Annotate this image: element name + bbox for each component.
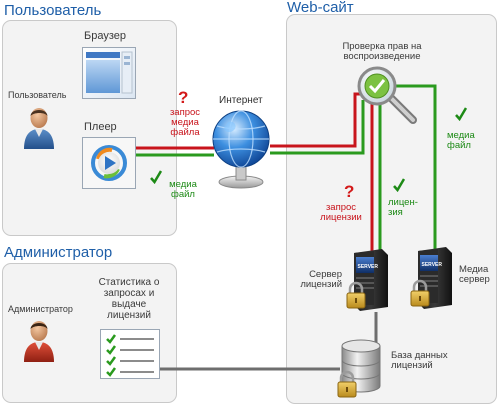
user-person-icon: [22, 103, 56, 149]
stats-text: Статистика о запросах и выдаче лицензий: [98, 277, 160, 321]
check-mark-media-right: [455, 107, 467, 121]
media-file-label-right: медиа файл: [447, 131, 483, 151]
user-person-label: Пользователь: [8, 90, 67, 100]
media-file-text-right: медиа файл: [447, 130, 475, 151]
license-server-icon: SERVER: [344, 249, 392, 315]
database-text: База данных лицензий: [391, 350, 448, 371]
admin-person-icon: [22, 316, 56, 362]
license-request-label: запрос лицензии: [314, 203, 368, 223]
media-file-text-left: медиа файл: [169, 179, 197, 200]
media-server-badge: SERVER: [422, 262, 443, 268]
database-icon: [336, 338, 386, 400]
license-server-badge: SERVER: [358, 264, 379, 270]
question-mark-request: ?: [178, 88, 189, 107]
player-window-icon: [82, 137, 136, 189]
media-server-text: Медиа сервер: [459, 264, 490, 285]
media-server-icon: SERVER: [408, 247, 456, 313]
admin-section-title: Администратор: [4, 244, 113, 261]
website-section-title: Web-сайт: [287, 0, 354, 16]
stats-label: Статистика о запросах и выдаче лицензий: [97, 277, 161, 321]
line-request-internet-check: [270, 92, 365, 148]
browser-window-icon: [82, 47, 136, 99]
stats-checklist-icon: [100, 329, 160, 379]
media-server-label: Медиа сервер: [459, 265, 497, 285]
rights-check-label: Проверка прав на воспроизведение: [330, 42, 434, 62]
admin-person-label: Администратор: [8, 304, 73, 314]
question-mark-license: ?: [344, 182, 355, 201]
license-server-text: Сервер лицензий: [300, 269, 342, 290]
magnifier-check-icon: [355, 66, 421, 126]
internet-label: Интернет: [219, 95, 263, 106]
check-mark-license: [393, 178, 405, 192]
check-mark-media-left: [150, 170, 162, 184]
request-media-text: запрос медиа файла: [169, 107, 201, 138]
browser-label: Браузер: [84, 30, 126, 42]
license-label: лицен- зия: [388, 198, 424, 218]
line-media-check-internet: [270, 100, 365, 155]
request-media-label: запрос медиа файла: [157, 108, 213, 138]
internet-globe-icon: [210, 108, 272, 190]
rights-check-text: Проверка прав на воспроизведение: [342, 41, 422, 62]
line-media-server: [392, 84, 437, 250]
license-request-text: запрос лицензии: [320, 202, 362, 223]
database-label: База данных лицензий: [391, 351, 449, 371]
media-file-label-left: медиа файл: [166, 180, 200, 200]
user-section-title: Пользователь: [4, 2, 102, 19]
license-text: лицен- зия: [388, 197, 418, 218]
license-server-label: Сервер лицензий: [290, 270, 342, 290]
player-label: Плеер: [84, 121, 117, 133]
